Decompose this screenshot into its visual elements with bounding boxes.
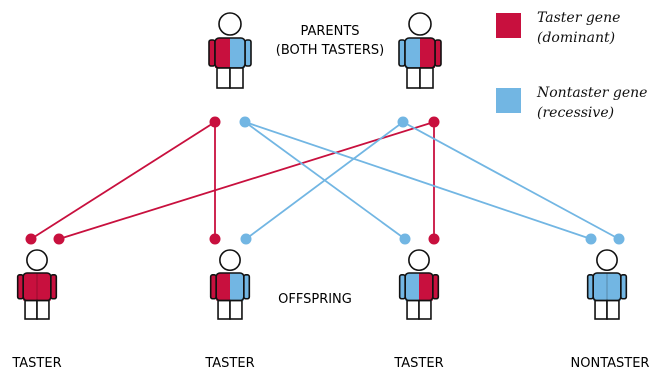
body-left-half <box>405 38 420 68</box>
head-shape <box>596 249 618 272</box>
parent-gene-dot <box>209 116 221 128</box>
right-arm <box>434 39 442 67</box>
left-leg <box>216 67 231 89</box>
child-figure-taster-2 <box>209 249 251 320</box>
child-figure-taster-3 <box>398 249 440 320</box>
legend-nontaster-label: Nontaster gene (recessive) <box>537 83 647 123</box>
parents-title-line2: (BOTH TASTERS) <box>275 43 385 58</box>
body-left-half <box>593 273 607 301</box>
legend-taster-label: Taster gene (dominant) <box>537 8 620 48</box>
left-arm <box>398 274 406 300</box>
parent-gene-dot <box>397 116 409 128</box>
child-gene-dot <box>25 233 37 245</box>
child-gene-dot <box>428 233 440 245</box>
body-left-half <box>215 38 230 68</box>
child-gene-dot <box>613 233 625 245</box>
inheritance-line <box>244 121 406 240</box>
parent-gene-dot <box>239 116 251 128</box>
inheritance-line <box>30 121 216 240</box>
left-arm <box>209 274 217 300</box>
body-right-half <box>230 38 245 68</box>
legend-taster-swatch <box>496 13 521 38</box>
left-arm <box>16 274 25 300</box>
body-right-half <box>230 273 244 301</box>
inheritance-line <box>244 121 592 240</box>
right-leg <box>36 299 50 320</box>
right-arm <box>244 39 252 67</box>
head-shape <box>408 12 432 36</box>
right-arm <box>619 274 628 300</box>
child-gene-dot <box>53 233 65 245</box>
head-shape <box>26 249 48 272</box>
right-leg <box>229 67 244 89</box>
gene-connections <box>30 121 620 240</box>
child-figure-taster-1 <box>16 249 58 320</box>
left-leg <box>594 299 608 320</box>
head-shape <box>218 12 242 36</box>
child-gene-dot <box>209 233 221 245</box>
body-right-half <box>420 38 435 68</box>
body-left-half <box>405 273 419 301</box>
parents-title: PARENTS (BOTH TASTERS) <box>255 22 405 60</box>
right-arm <box>243 274 251 300</box>
right-arm <box>49 274 58 300</box>
gene-dots <box>25 116 625 245</box>
body-left-half <box>216 273 230 301</box>
body-right-half <box>419 273 433 301</box>
left-leg <box>24 299 38 320</box>
child-gene-dot <box>240 233 252 245</box>
right-arm <box>431 274 440 300</box>
legend-taster-line1: Taster gene <box>537 10 621 26</box>
child-label-4: NONTASTER <box>570 356 650 371</box>
left-leg <box>217 299 231 320</box>
legend-nontaster-swatch <box>496 88 521 113</box>
child-figure-nontaster <box>586 249 628 320</box>
legend-nontaster-line1: Nontaster gene <box>537 85 648 101</box>
parent-gene-dot <box>428 116 440 128</box>
inheritance-line <box>58 121 435 240</box>
child-gene-dot <box>585 233 597 245</box>
left-leg <box>406 299 420 320</box>
right-leg <box>418 299 432 320</box>
parent-figure-right <box>398 12 442 89</box>
inheritance-line <box>402 121 620 240</box>
body-left-half <box>23 273 37 301</box>
left-arm <box>586 274 594 300</box>
body-right-half <box>607 273 621 301</box>
body-right-half <box>37 273 51 301</box>
child-label-1: TASTER <box>12 356 62 371</box>
people-figures <box>16 12 628 320</box>
offspring-title: OFFSPRING <box>278 292 352 307</box>
parent-figure-left <box>208 12 252 89</box>
left-arm <box>208 39 216 67</box>
right-leg <box>229 299 243 320</box>
right-leg <box>419 67 434 89</box>
left-leg <box>406 67 421 89</box>
right-leg <box>606 299 620 320</box>
child-label-3: TASTER <box>394 356 444 371</box>
head-shape <box>408 249 430 272</box>
child-label-2: TASTER <box>205 356 255 371</box>
child-gene-dot <box>399 233 411 245</box>
head-shape <box>219 249 241 272</box>
legend-taster-line2: (dominant) <box>537 30 616 46</box>
parents-title-line1: PARENTS <box>300 24 360 39</box>
legend-nontaster-line2: (recessive) <box>537 105 615 121</box>
